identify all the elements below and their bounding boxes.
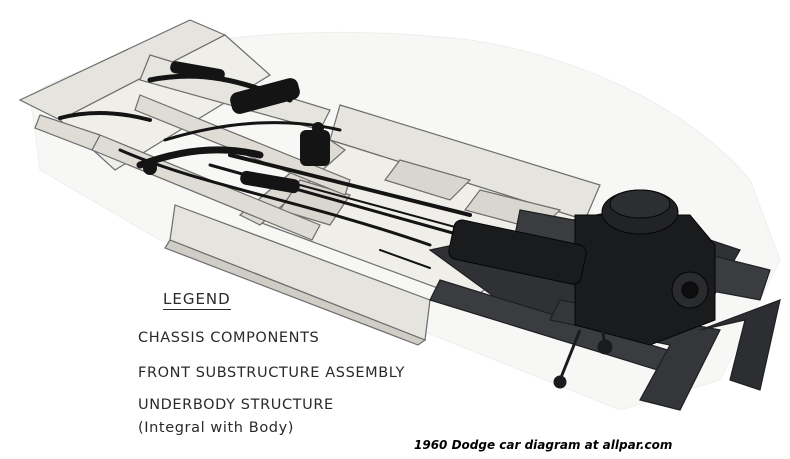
shock-absorbers [143, 61, 330, 194]
steering-linkage [553, 314, 613, 389]
engine-block [448, 189, 716, 346]
image-caption: 1960 Dodge car diagram at allpar.com [414, 438, 673, 452]
